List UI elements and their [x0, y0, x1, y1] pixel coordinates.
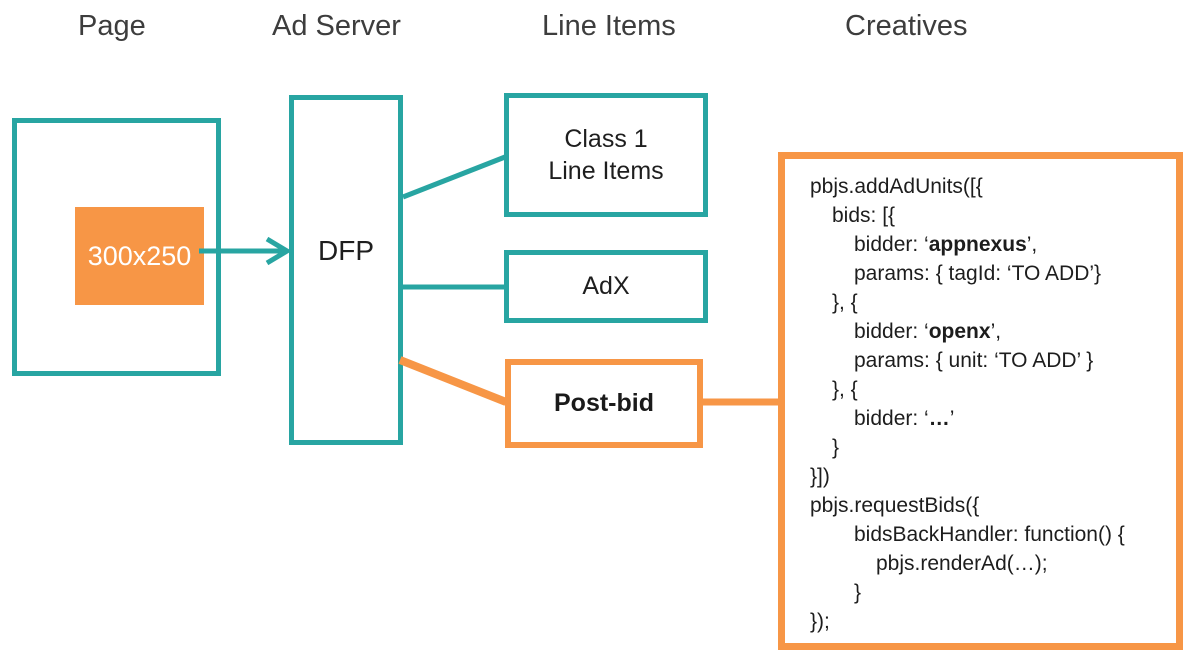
code-line: params: { tagId: ‘TO ADD’} — [854, 262, 1102, 285]
dfp-box: DFP — [289, 95, 403, 445]
column-header-creatives: Creatives — [845, 10, 968, 42]
code-line: pbjs.addAdUnits([{ — [810, 175, 983, 198]
code-lines: pbjs.addAdUnits([{ bids: [{ bidder: ‘appne… — [810, 172, 1166, 636]
code-line: } — [832, 436, 840, 459]
arrow-page-to-dfp-head — [265, 236, 292, 266]
class1-label-line2: Line Items — [548, 157, 664, 185]
code-line: bids: [{ — [832, 204, 896, 227]
creatives-code-box: pbjs.addAdUnits([{ bids: [{ bidder: ‘appne… — [778, 152, 1183, 650]
column-header-page: Page — [78, 10, 146, 42]
class1-label-line1: Class 1 — [564, 125, 648, 153]
code-line: params: { unit: ‘TO ADD’ } — [854, 349, 1094, 372]
code-line: pbjs.renderAd(…); — [876, 552, 1048, 575]
column-header-line-items: Line Items — [542, 10, 676, 42]
ad-slot-300x250: 300x250 — [75, 207, 204, 305]
code-line: bidsBackHandler: function() { — [854, 523, 1125, 546]
code-line: }); — [810, 610, 830, 633]
connector-dfp-to-class1 — [402, 154, 506, 200]
adx-box: AdX — [504, 250, 708, 323]
code-line: bidder: ‘appnexus’, — [854, 233, 1038, 256]
dfp-label: DFP — [318, 235, 374, 266]
code-line: }, { — [832, 378, 858, 401]
code-line: } — [854, 581, 862, 604]
page-box: 300x250 — [12, 118, 221, 376]
code-line: pbjs.requestBids({ — [810, 494, 980, 517]
class1-line-items-box: Class 1 Line Items — [504, 93, 708, 217]
code-line: }]) — [810, 465, 830, 488]
connector-dfp-to-postbid — [398, 356, 508, 406]
code-line: bidder: ‘openx’, — [854, 320, 1002, 343]
column-header-ad-server: Ad Server — [272, 10, 401, 42]
postbid-box: Post-bid — [505, 359, 703, 448]
code-line: bidder: ‘…’ — [854, 407, 955, 430]
code-line: }, { — [832, 291, 858, 314]
adx-label: AdX — [582, 272, 630, 300]
postbid-label: Post-bid — [554, 389, 654, 417]
